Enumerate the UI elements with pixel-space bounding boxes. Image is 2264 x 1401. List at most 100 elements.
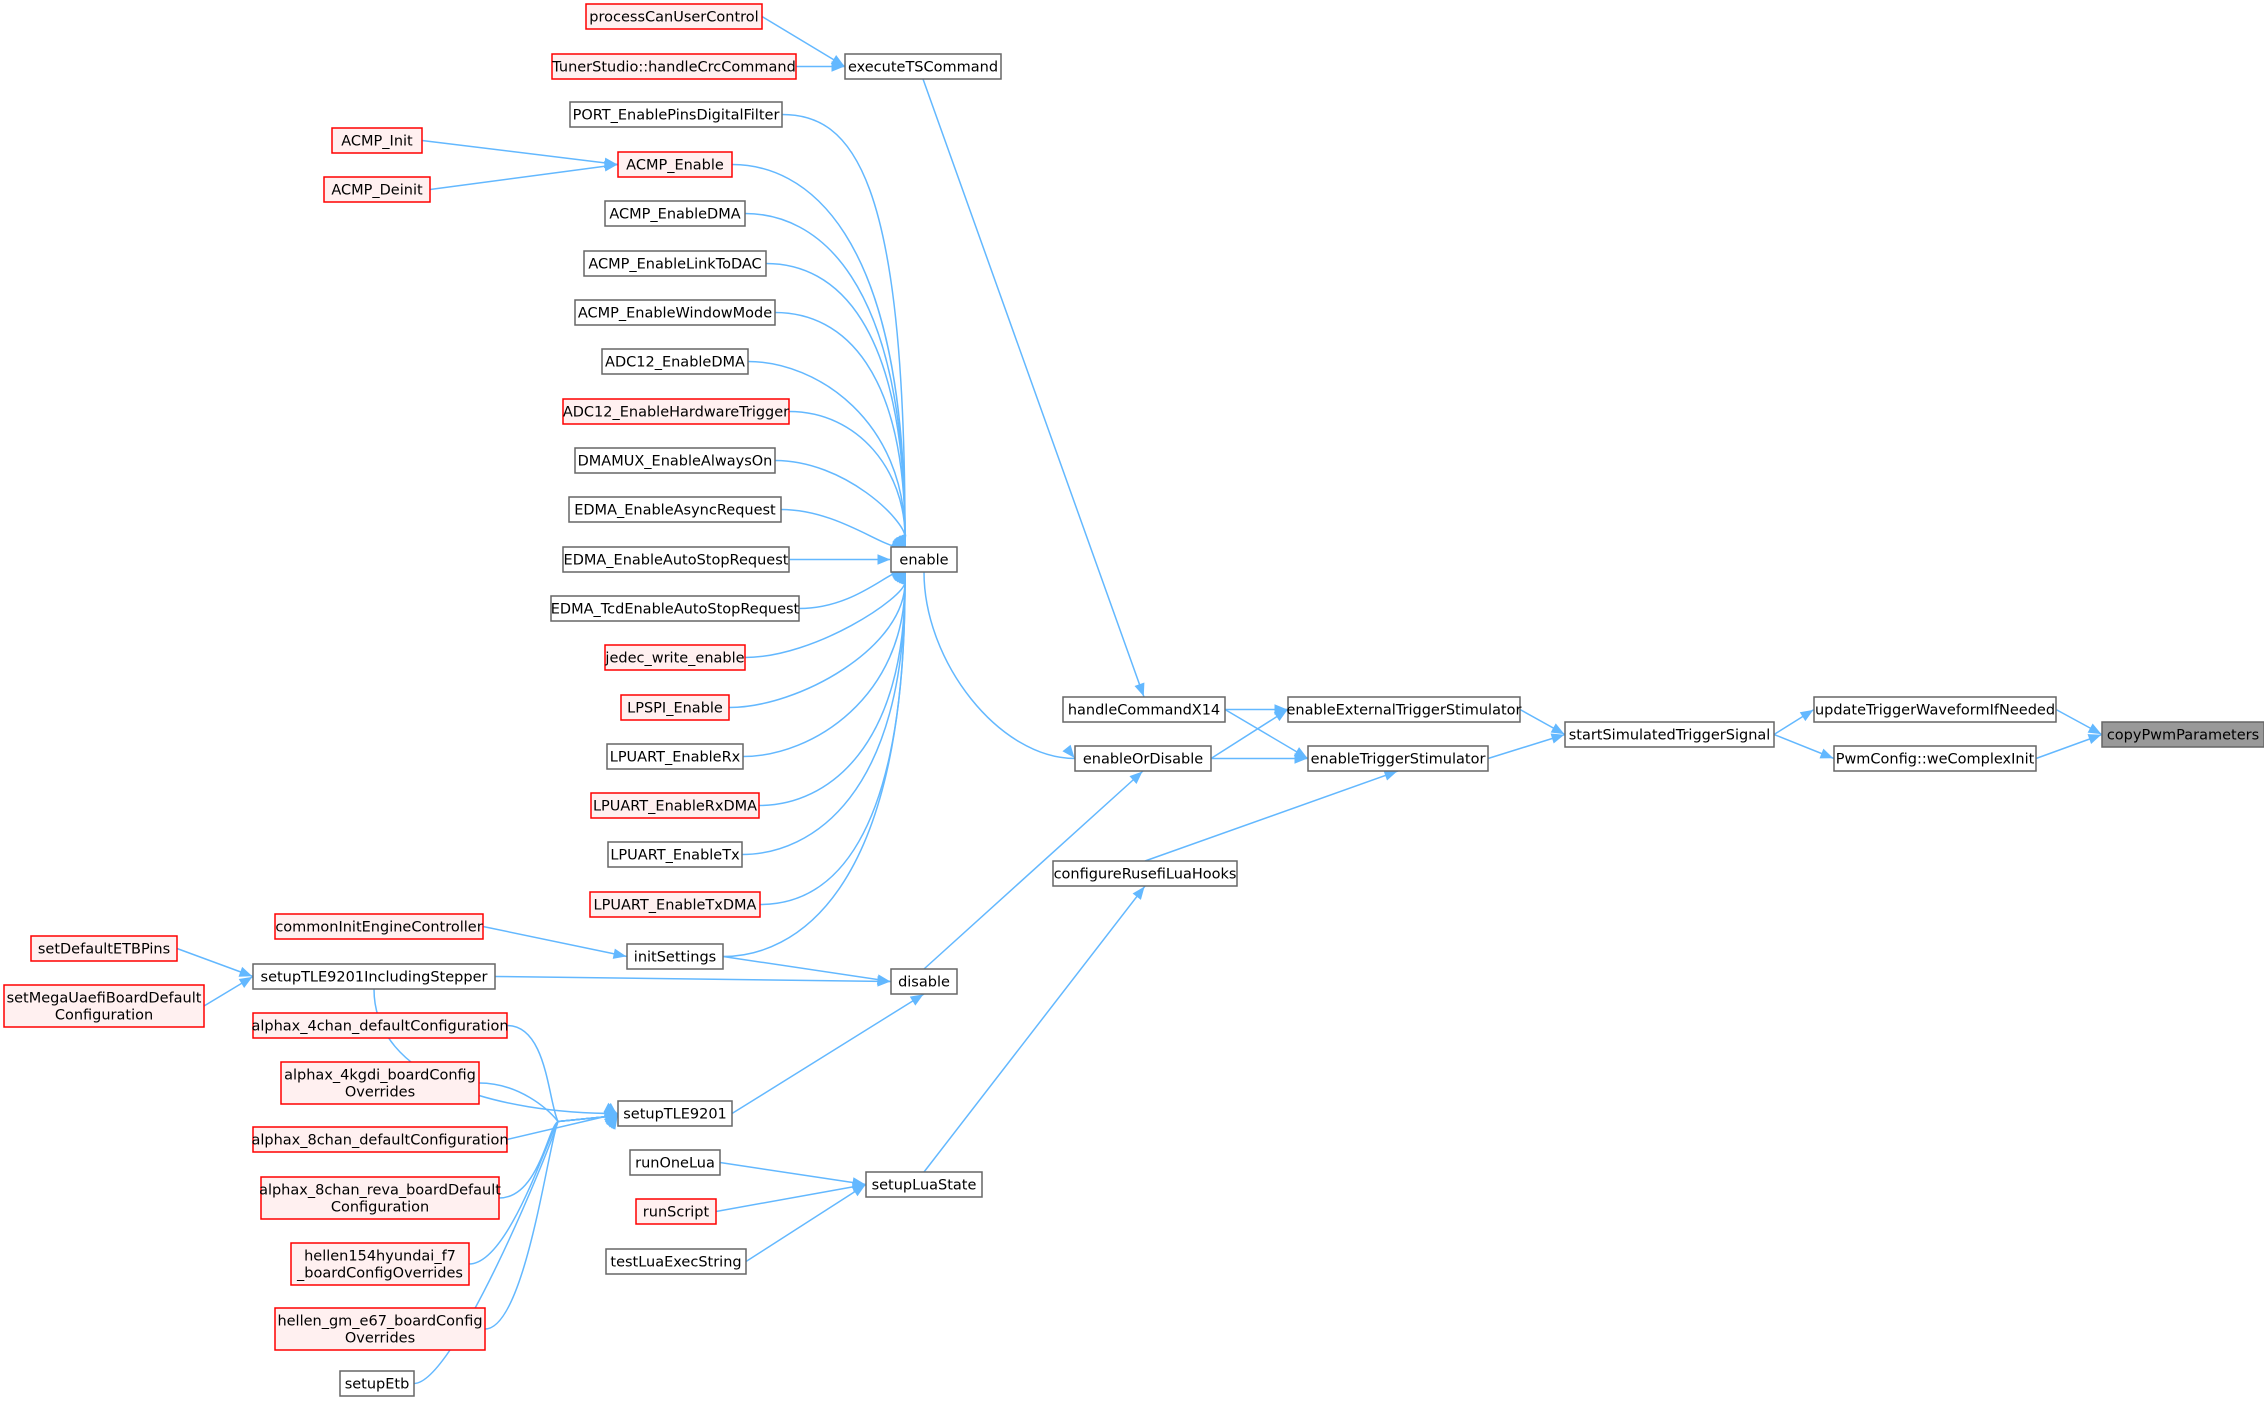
node-disable[interactable]: disable	[890, 968, 958, 995]
node-processCanUserControl[interactable]: processCanUserControl	[585, 3, 763, 30]
node-enableExternalTriggerStimulator[interactable]: enableExternalTriggerStimulator	[1287, 696, 1522, 723]
node-jedec_write_enable[interactable]: jedec_write_enable	[604, 644, 746, 671]
node-EDMA_TcdEnableAutoStopRequest[interactable]: EDMA_TcdEnableAutoStopRequest	[550, 595, 800, 622]
edge-EDMA_EnableAsyncRequest-to-enable	[780, 508, 906, 550]
edge-arrowhead	[1294, 753, 1308, 764]
node-box	[1052, 860, 1238, 887]
node-TunerStudio_handleCrcCommand[interactable]: TunerStudio::handleCrcCommand	[551, 53, 797, 80]
edge-arrowhead	[894, 570, 905, 585]
edge-line	[1144, 770, 1399, 862]
edge-line	[922, 78, 1145, 698]
edge-setMegaUaefiBoardDefaultConfiguration-to-setupTLE9201IncludingStepper	[203, 975, 254, 1007]
node-label: alphax_4chan_defaultConfiguration	[251, 1019, 508, 1035]
edge-line	[1210, 708, 1289, 760]
edge-arrowhead	[909, 994, 924, 1006]
edge-enableOrDisable-to-enableTriggerStimulator	[1211, 753, 1308, 764]
node-box	[617, 1100, 733, 1127]
node-runScript[interactable]: runScript	[635, 1198, 717, 1225]
edge-arrowhead	[238, 966, 253, 977]
edge-line	[774, 459, 906, 549]
node-ACMP_Init[interactable]: ACMP_Init	[331, 127, 423, 154]
node-LPUART_EnableRx[interactable]: LPUART_EnableRx	[606, 743, 744, 770]
node-alphax_4kgdi_boardConfigOverrides[interactable]: alphax_4kgdi_boardConfigOverrides	[280, 1061, 480, 1105]
node-PwmConfig_weComplexInit[interactable]: PwmConfig::weComplexInit	[1833, 745, 2037, 772]
node-EDMA_EnableAutoStopRequest[interactable]: EDMA_EnableAutoStopRequest	[562, 546, 790, 573]
node-initSettings[interactable]: initSettings	[626, 943, 724, 970]
edge-arrowhead	[1062, 744, 1075, 758]
node-LPSPI_Enable[interactable]: LPSPI_Enable	[620, 694, 730, 721]
node-ACMP_EnableLinkToDAC[interactable]: ACMP_EnableLinkToDAC	[583, 250, 767, 277]
node-setupTLE9201[interactable]: setupTLE9201	[617, 1100, 733, 1127]
node-setupEtb[interactable]: setupEtb	[339, 1370, 415, 1397]
node-executeTSCommand[interactable]: executeTSCommand	[844, 53, 1002, 80]
node-label: Configuration	[331, 1200, 429, 1216]
node-setupTLE9201IncludingStepper[interactable]: setupTLE9201IncludingStepper	[252, 963, 496, 990]
node-box	[260, 1176, 500, 1220]
edge-arrowhead	[877, 554, 891, 565]
edge-arrowhead	[831, 61, 845, 72]
node-DMAMUX_EnableAlwaysOn[interactable]: DMAMUX_EnableAlwaysOn	[574, 447, 776, 474]
node-label: executeTSCommand	[848, 60, 998, 76]
edge-line	[780, 508, 906, 549]
node-setDefaultETBPins[interactable]: setDefaultETBPins	[30, 935, 178, 962]
node-box	[339, 1370, 415, 1397]
node-ACMP_Enable[interactable]: ACMP_Enable	[617, 151, 733, 178]
node-PORT_EnablePinsDigitalFilter[interactable]: PORT_EnablePinsDigitalFilter	[569, 101, 783, 128]
node-LPUART_EnableRxDMA[interactable]: LPUART_EnableRxDMA	[590, 792, 760, 819]
node-setupLuaState[interactable]: setupLuaState	[865, 1171, 983, 1198]
node-box	[606, 743, 744, 770]
node-label: TunerStudio::handleCrcCommand	[551, 60, 796, 76]
node-label: jedec_write_enable	[604, 651, 744, 667]
edge-LPSPI_Enable-to-enable	[728, 570, 906, 709]
node-hellen_gm_e67_boardConfigOverrides[interactable]: hellen_gm_e67_boardConfigOverrides	[274, 1307, 486, 1351]
edge-DMAMUX_EnableAlwaysOn-to-enable	[774, 459, 906, 549]
edge-line	[744, 570, 906, 659]
edge-commonInitEngineController-to-initSettings	[482, 925, 628, 959]
edge-alphax_4chan_defaultConfiguration-to-setupTLE9201	[506, 1024, 619, 1123]
node-startSimulatedTriggerSignal[interactable]: startSimulatedTriggerSignal	[1564, 721, 1775, 748]
node-testLuaExecString[interactable]: testLuaExecString	[605, 1248, 747, 1275]
edge-EDMA_EnableAutoStopRequest-to-enable	[789, 554, 891, 565]
edge-line	[722, 955, 892, 983]
node-LPUART_EnableTxDMA[interactable]: LPUART_EnableTxDMA	[589, 891, 761, 918]
node-box	[280, 1061, 480, 1105]
node-box	[551, 53, 797, 80]
node-label: Overrides	[345, 1331, 415, 1347]
node-box	[574, 447, 776, 474]
node-label: _boardConfigOverrides	[296, 1266, 463, 1282]
node-ADC12_EnableHardwareTrigger[interactable]: ADC12_EnableHardwareTrigger	[562, 398, 790, 425]
edge-runScript-to-setupLuaState	[715, 1181, 867, 1213]
node-ACMP_EnableWindowMode[interactable]: ACMP_EnableWindowMode	[574, 299, 776, 326]
node-ACMP_EnableDMA[interactable]: ACMP_EnableDMA	[604, 200, 746, 227]
node-enableOrDisable[interactable]: enableOrDisable	[1074, 745, 1212, 772]
node-enable[interactable]: enable	[890, 546, 958, 573]
node-box	[617, 151, 733, 178]
node-commonInitEngineController[interactable]: commonInitEngineController	[274, 913, 484, 940]
node-handleCommandX14[interactable]: handleCommandX14	[1062, 696, 1226, 723]
node-EDMA_EnableAsyncRequest[interactable]: EDMA_EnableAsyncRequest	[568, 496, 782, 523]
node-updateTriggerWaveformIfNeeded[interactable]: updateTriggerWaveformIfNeeded	[1813, 696, 2057, 723]
node-alphax_8chan_reva_boardDefaultConfiguration[interactable]: alphax_8chan_reva_boardDefaultConfigurat…	[259, 1176, 501, 1220]
node-box	[604, 200, 746, 227]
node-label: PwmConfig::weComplexInit	[1836, 752, 2035, 768]
node-hellen154hyundai_f7_boardConfigOverrides[interactable]: hellen154hyundai_f7_boardConfigOverrides	[290, 1242, 470, 1286]
node-ACMP_Deinit[interactable]: ACMP_Deinit	[323, 176, 431, 203]
edge-PwmConfig_weComplexInit-to-copyPwmParameters	[2035, 733, 2103, 760]
node-configureRusefiLuaHooks[interactable]: configureRusefiLuaHooks	[1052, 860, 1238, 887]
node-LPUART_EnableTx[interactable]: LPUART_EnableTx	[607, 841, 743, 868]
node-box	[274, 1307, 486, 1351]
node-box	[844, 53, 1002, 80]
edge-arrowhead	[1550, 733, 1565, 744]
node-label: EDMA_EnableAutoStopRequest	[564, 553, 789, 569]
node-runOneLua[interactable]: runOneLua	[629, 1149, 721, 1176]
edge-enableOrDisable-to-enableExternalTriggerStimulator	[1210, 708, 1289, 760]
node-label: EDMA_EnableAsyncRequest	[574, 503, 776, 519]
node-enableTriggerStimulator[interactable]: enableTriggerStimulator	[1307, 745, 1489, 772]
node-alphax_4chan_defaultConfiguration[interactable]: alphax_4chan_defaultConfiguration	[251, 1012, 509, 1039]
edge-line	[923, 571, 1076, 760]
edge-line	[742, 570, 906, 758]
node-ADC12_EnableDMA[interactable]: ADC12_EnableDMA	[601, 348, 749, 375]
node-alphax_8chan_defaultConfiguration[interactable]: alphax_8chan_defaultConfiguration	[251, 1126, 509, 1153]
edge-runOneLua-to-setupLuaState	[719, 1161, 867, 1188]
